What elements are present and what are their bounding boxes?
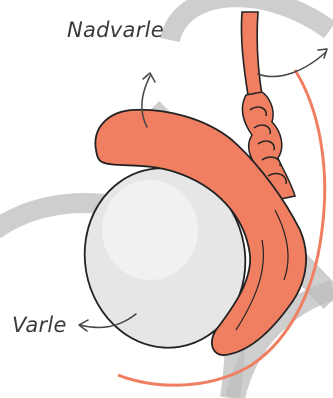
- vas-deferens: [241, 12, 262, 95]
- label-testis: Varle: [12, 313, 67, 337]
- arrow-cord: [258, 52, 326, 77]
- label-epididymis: Nadvarle: [67, 18, 164, 42]
